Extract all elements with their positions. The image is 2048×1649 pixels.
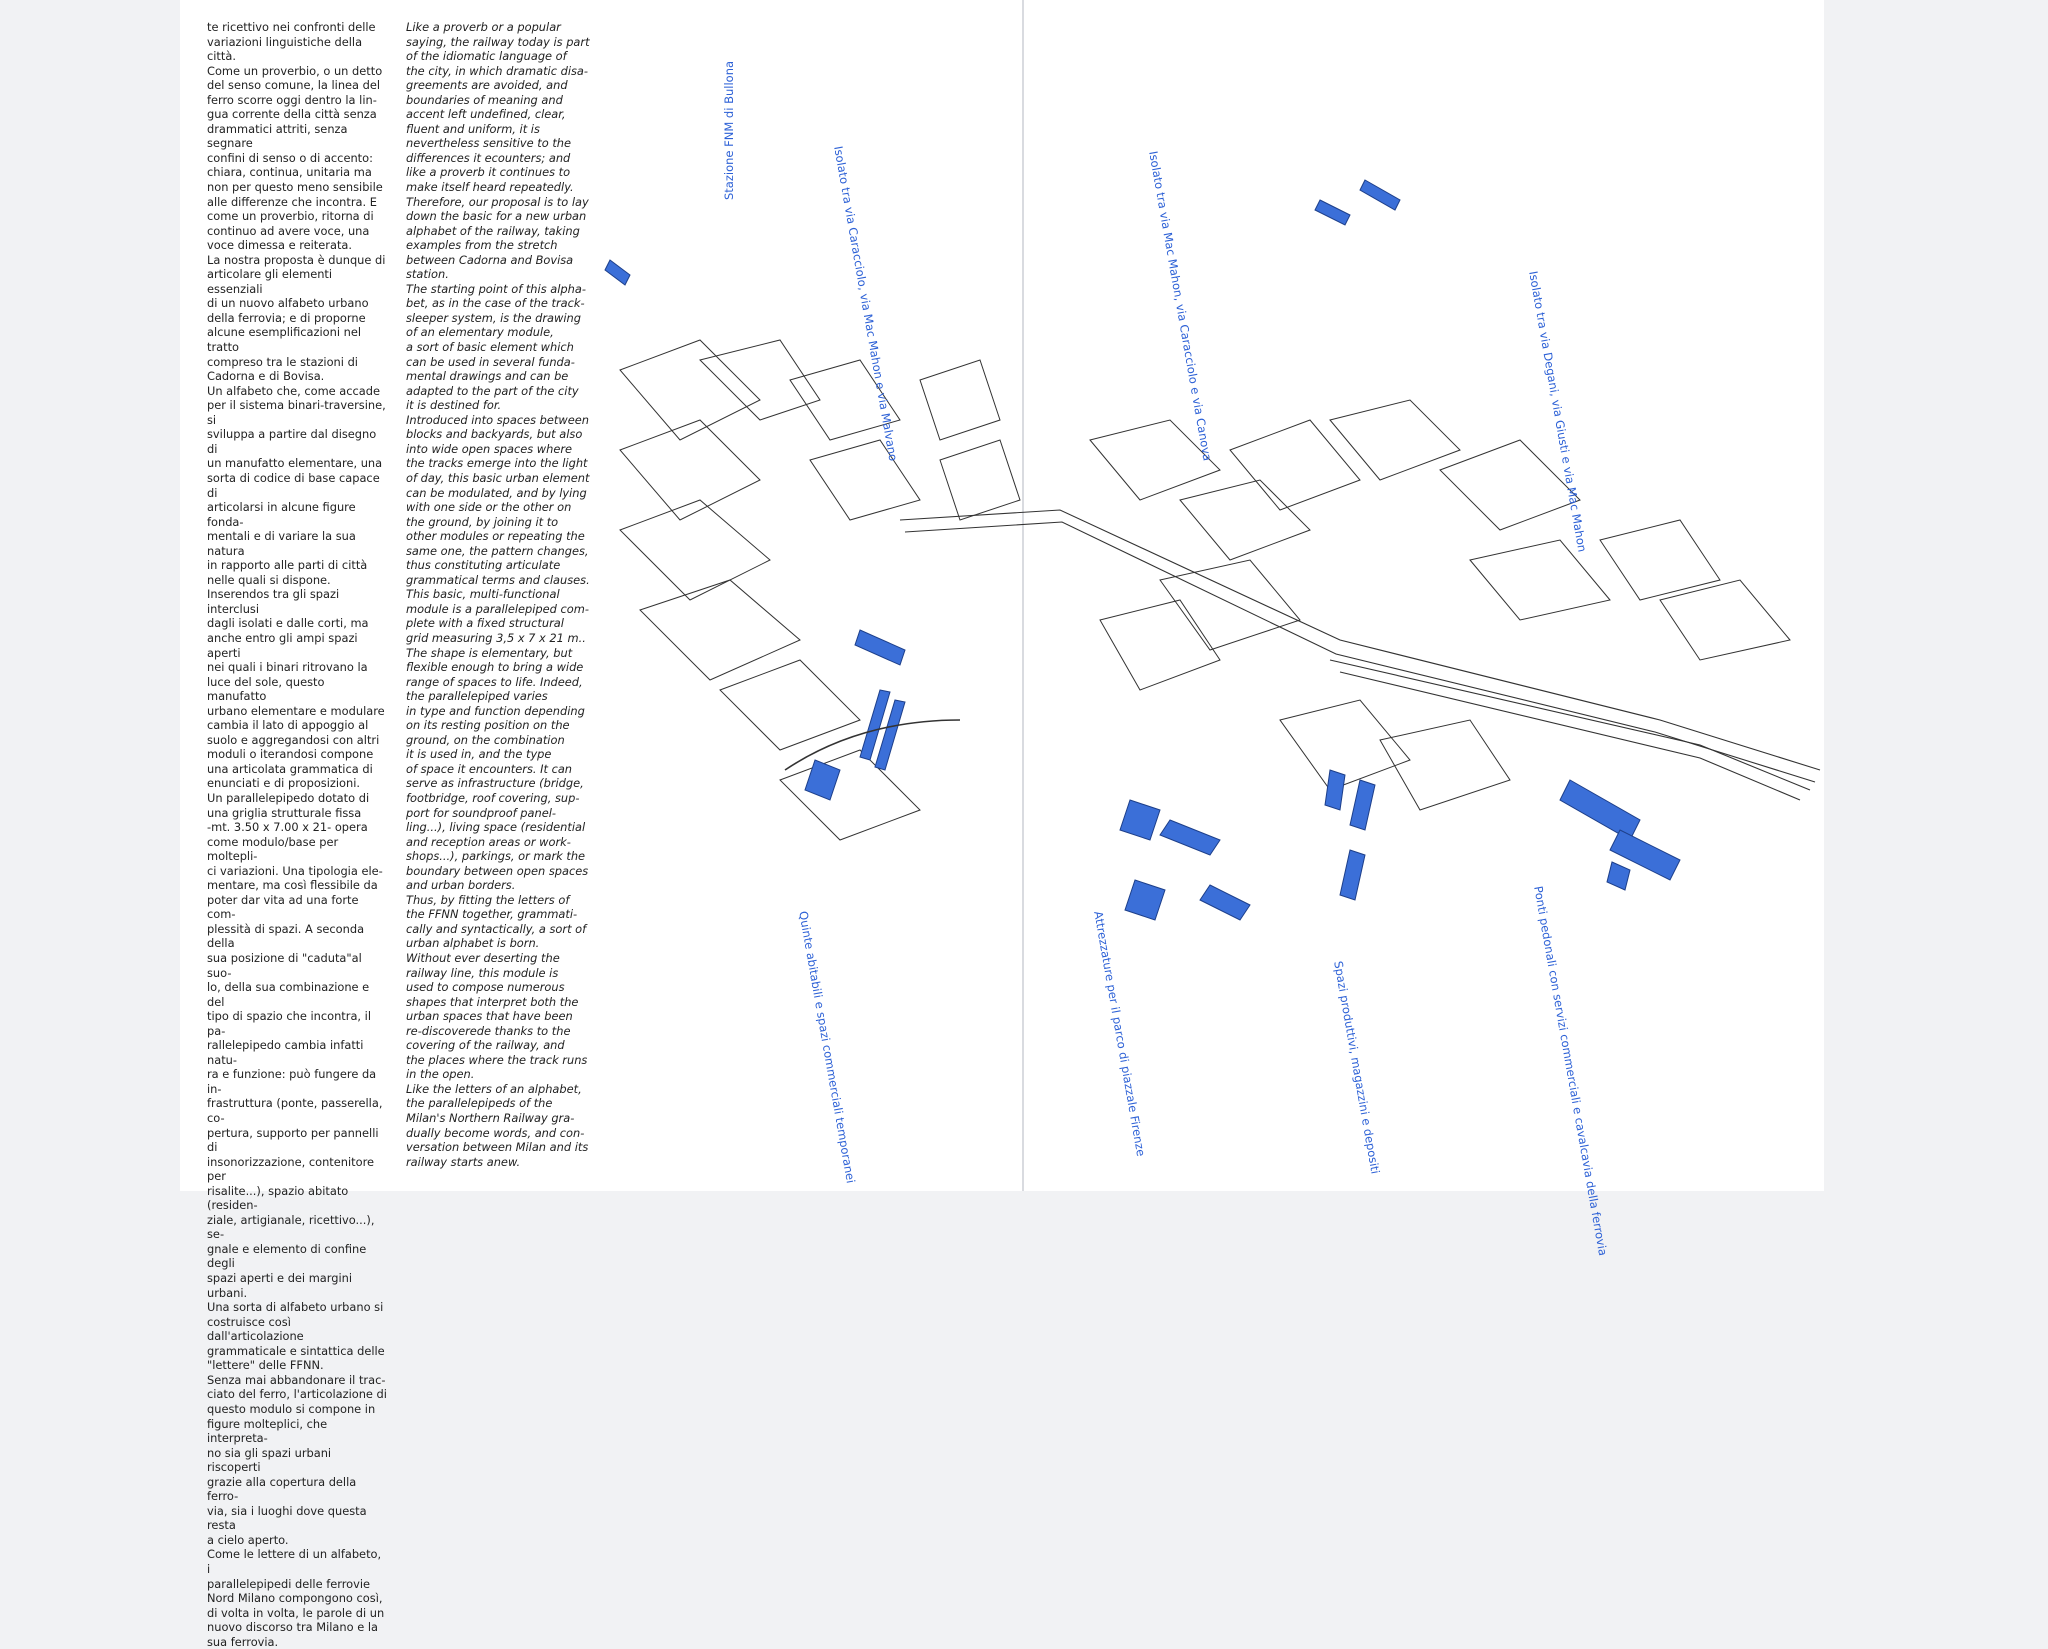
- english-text-column: Like a proverb or a popular saying, the …: [406, 20, 590, 1169]
- axonometric-site-plan: [604, 179, 1821, 921]
- caption-stazione-bullona: Stazione FNM di Bullona: [722, 60, 736, 200]
- curved-viaduct: [784, 719, 961, 771]
- left-page: [180, 0, 1022, 1191]
- page-gutter: [1022, 0, 1024, 1191]
- city-blocks: [619, 339, 1791, 841]
- railway-corridor: [899, 509, 1821, 801]
- proposal-modules: [604, 179, 1681, 921]
- right-page: [1024, 0, 1824, 1191]
